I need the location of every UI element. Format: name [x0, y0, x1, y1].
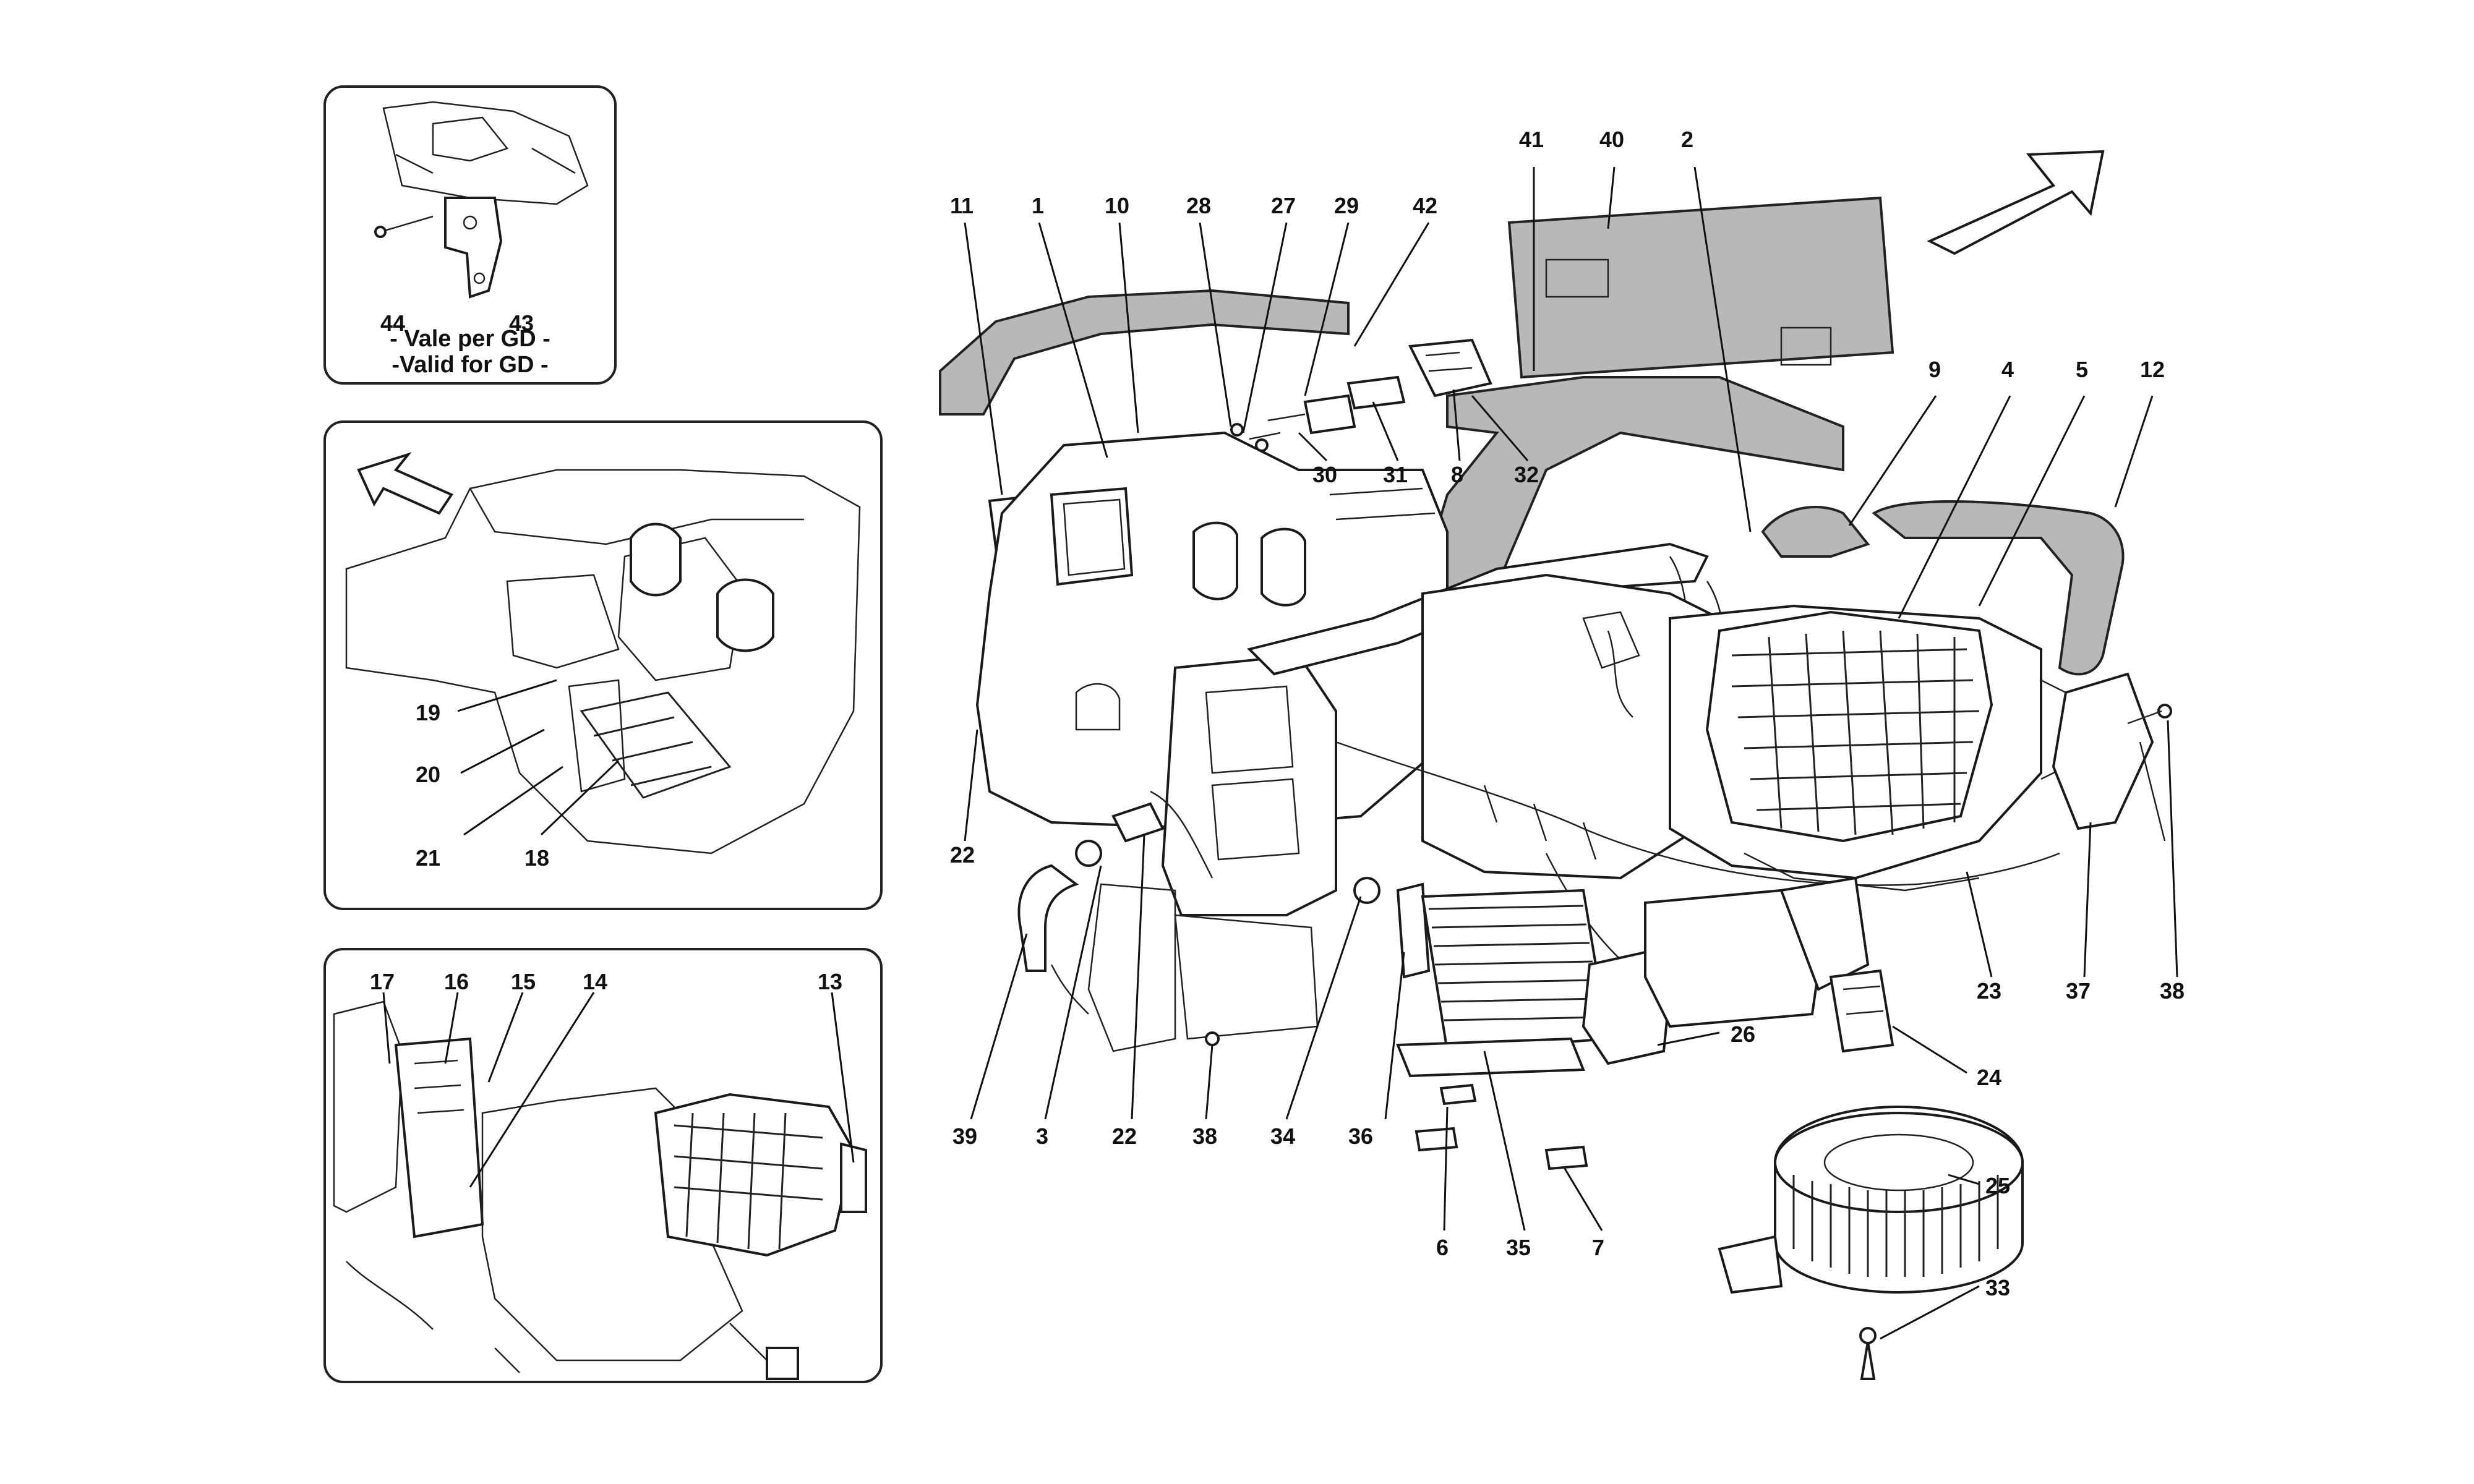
blower-motor — [1718, 1105, 2024, 1380]
hvac-housing-right — [1421, 573, 2067, 892]
callout-21: 21 — [416, 845, 440, 871]
callout-4: 4 — [2001, 357, 2014, 382]
callout-3: 3 — [1036, 1124, 1048, 1149]
callout-30: 30 — [1312, 462, 1337, 487]
callout-27: 27 — [1271, 193, 1296, 218]
callout-20: 20 — [416, 762, 440, 787]
callout-31: 31 — [1383, 462, 1408, 487]
callout-22-left: 22 — [950, 842, 975, 868]
callout-37: 37 — [2066, 978, 2091, 1004]
callout-19: 19 — [416, 700, 440, 725]
callout-38-bottom: 38 — [1192, 1124, 1217, 1149]
callout-35: 35 — [1506, 1235, 1531, 1260]
callout-8: 8 — [1451, 462, 1463, 487]
callout-32: 32 — [1514, 462, 1539, 487]
small-parts-top — [1230, 338, 1492, 452]
callout-18: 18 — [524, 845, 549, 871]
callout-12: 12 — [2140, 357, 2165, 382]
arrow-up-left-icon — [357, 452, 453, 515]
callout-6: 6 — [1436, 1235, 1449, 1260]
callout-9: 9 — [1928, 357, 1941, 382]
gd-note-line2: -Valid for GD - — [392, 352, 548, 378]
callout-44: 44 — [380, 310, 405, 336]
callout-labels: 44 43 19 20 21 18 17 16 15 14 13 11 1 10… — [370, 127, 2185, 1300]
callout-16: 16 — [444, 969, 469, 994]
callout-10: 10 — [1105, 193, 1129, 218]
callout-28: 28 — [1186, 193, 1211, 218]
distribution-box — [1087, 654, 1337, 1052]
control-module — [1582, 876, 1894, 1065]
callout-14: 14 — [583, 969, 607, 994]
inset-overview — [323, 948, 883, 1383]
callout-17: 17 — [370, 969, 395, 994]
callout-23: 23 — [1977, 978, 2001, 1004]
callout-29: 29 — [1334, 193, 1359, 218]
inset-gd-bracket: -Valid for GD - - Vale per GD - — [323, 85, 617, 385]
callout-34: 34 — [1270, 1124, 1295, 1149]
callout-5: 5 — [2076, 357, 2088, 382]
callout-11: 11 — [950, 193, 974, 218]
callout-41: 41 — [1519, 127, 1544, 152]
callout-40: 40 — [1599, 127, 1624, 152]
arrow-up-right-icon — [1927, 150, 2105, 255]
callout-39: 39 — [952, 1124, 977, 1149]
callout-36: 36 — [1348, 1124, 1373, 1149]
callout-13: 13 — [818, 969, 842, 994]
misc-fittings — [1017, 790, 1431, 1046]
cabin-filter — [1396, 889, 1610, 1171]
callout-38-right: 38 — [2160, 978, 2185, 1004]
callout-7: 7 — [1592, 1235, 1604, 1260]
callout-26: 26 — [1731, 1021, 1755, 1047]
callout-43: 43 — [509, 310, 534, 336]
callout-15: 15 — [511, 969, 536, 994]
bracket-right — [2052, 672, 2172, 842]
callout-2: 2 — [1681, 127, 1693, 152]
gd-note-line1: - Vale per GD - — [390, 326, 550, 352]
callout-1: 1 — [1032, 193, 1044, 218]
callout-22-bottom: 22 — [1112, 1124, 1137, 1149]
callout-25: 25 — [1985, 1173, 2010, 1198]
foam-parts — [939, 196, 2125, 676]
callout-33: 33 — [1985, 1275, 2010, 1300]
callout-42: 42 — [1413, 193, 1437, 218]
inset-actuator-detail — [323, 420, 883, 910]
callout-24: 24 — [1977, 1065, 2001, 1090]
leader-lines — [964, 166, 2178, 1340]
